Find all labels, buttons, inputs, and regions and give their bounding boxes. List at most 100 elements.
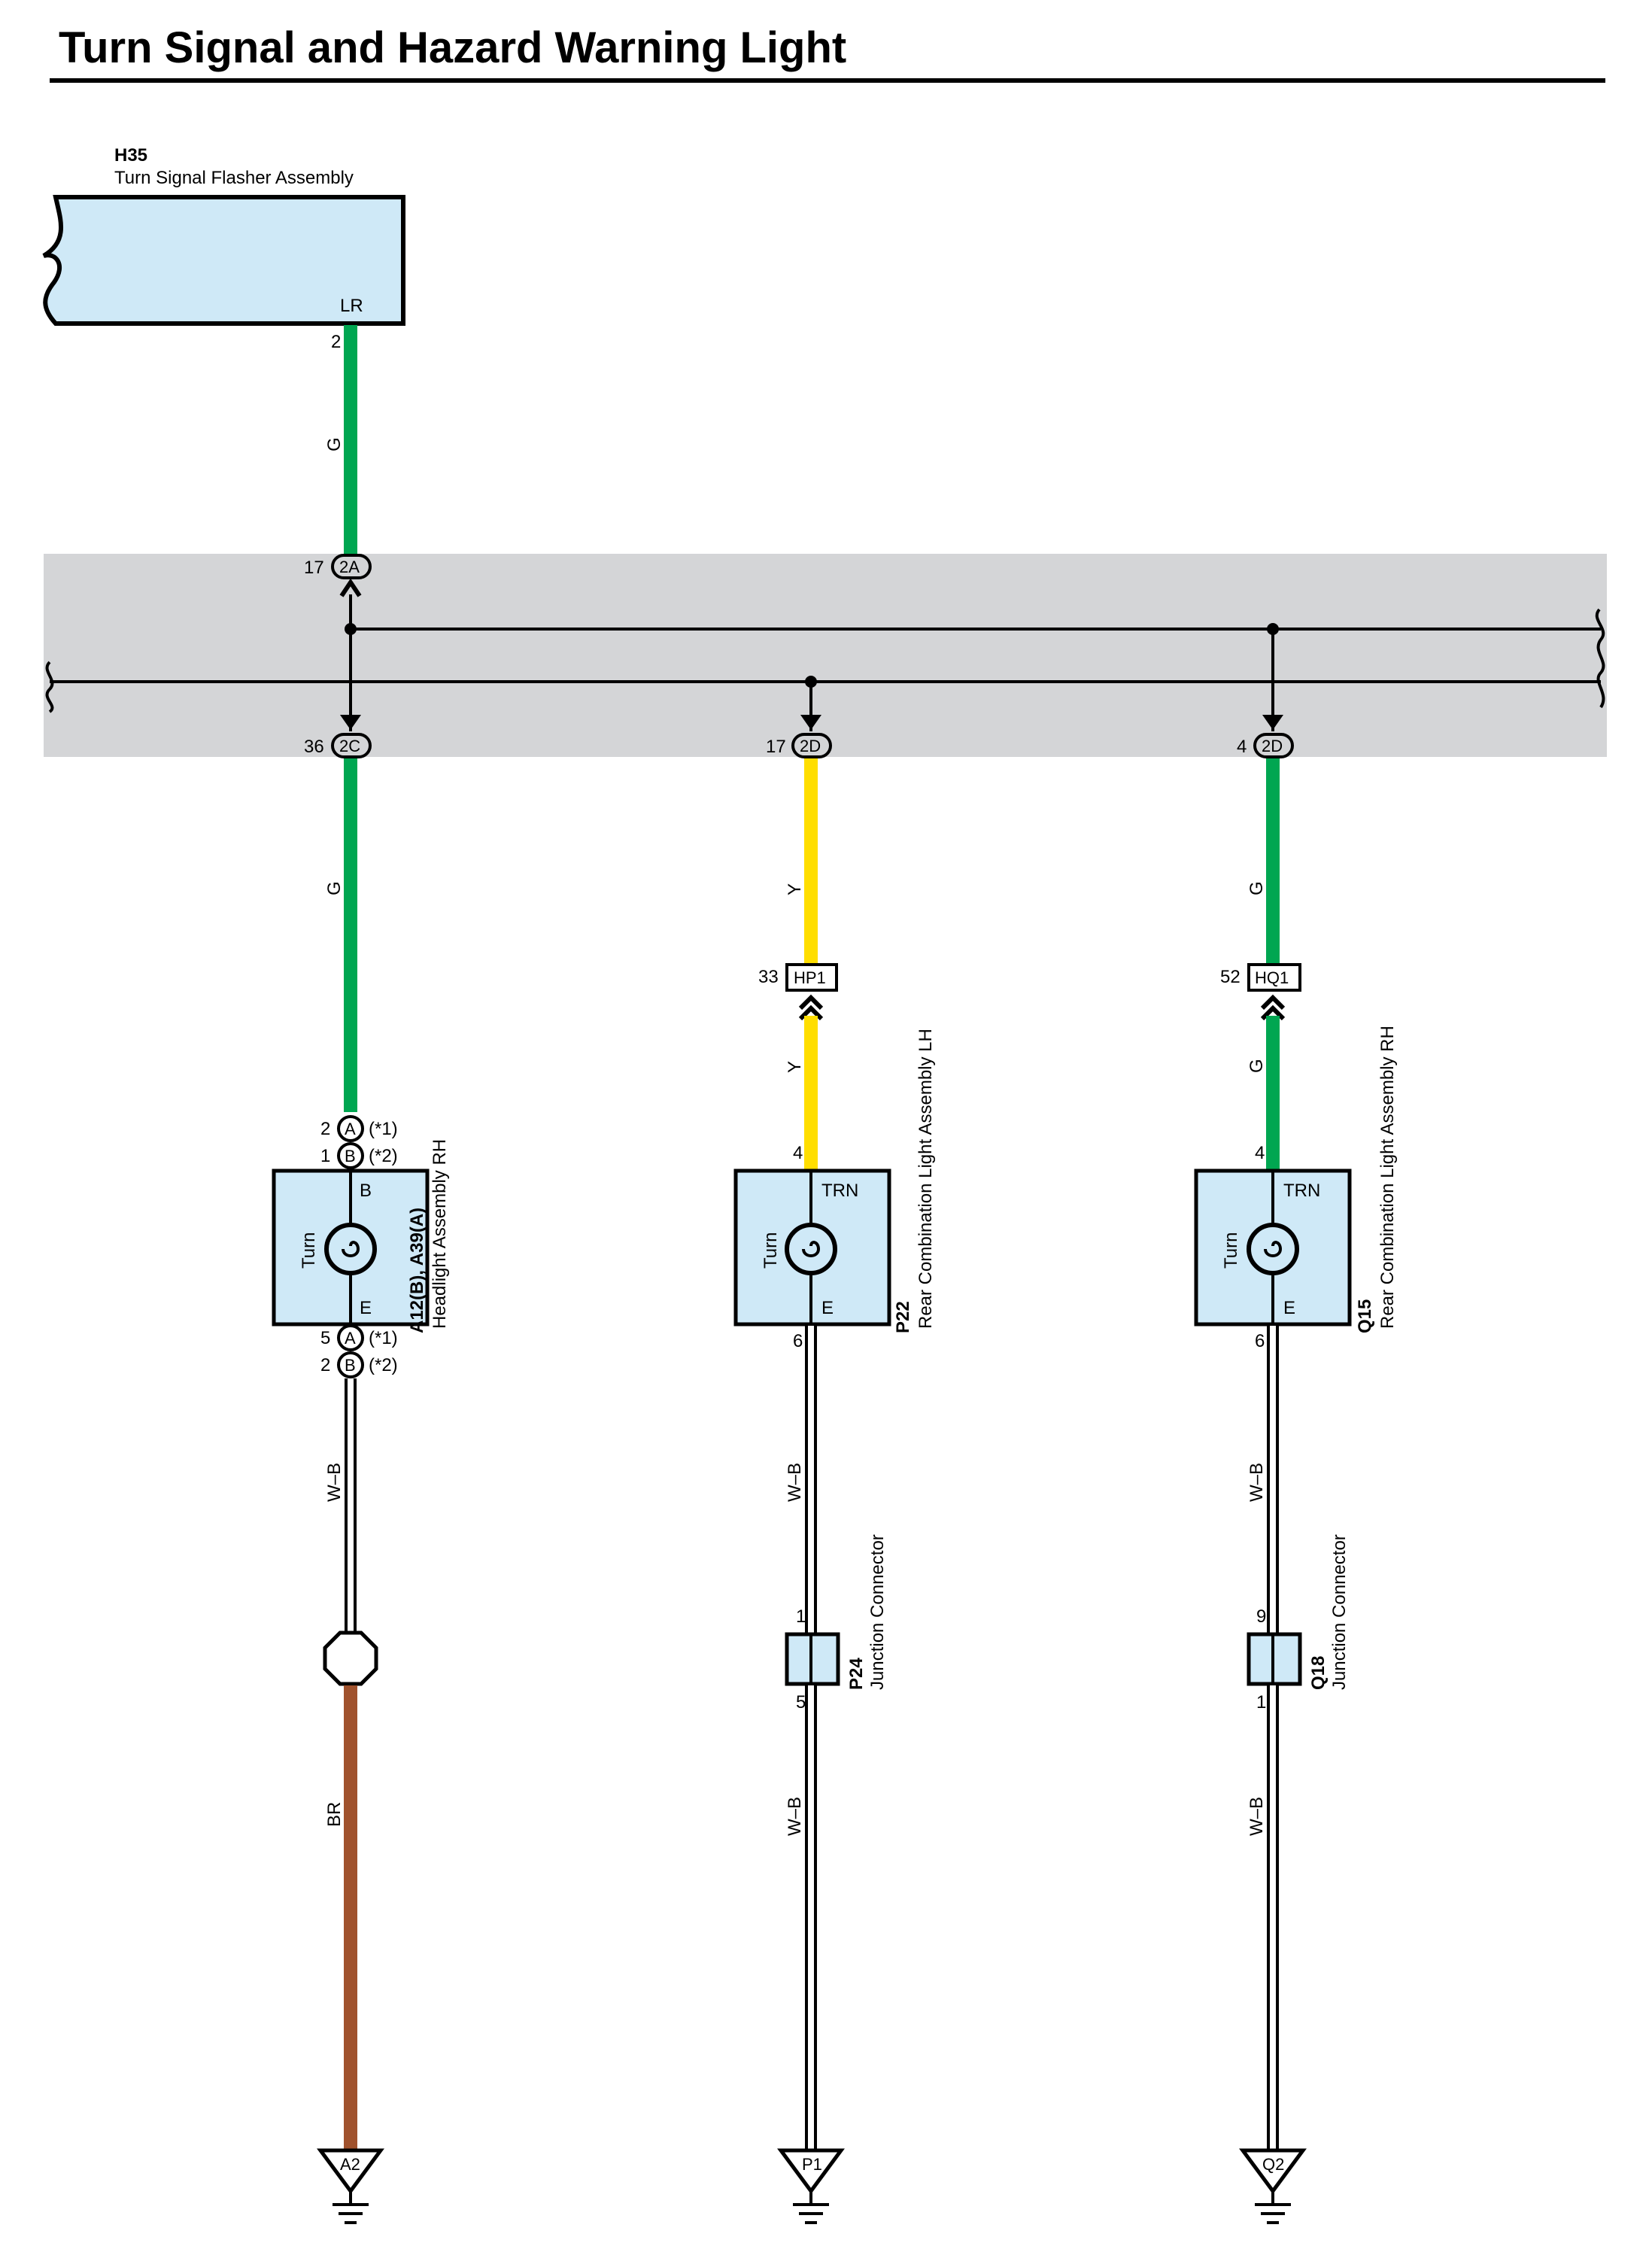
b1-conn-top-b (337, 1142, 364, 1169)
junction-top-connector: 2A (339, 558, 360, 576)
b1-ground-code: A2 (340, 2155, 360, 2174)
b1-conn-bot-b-pin: 2 (320, 1355, 330, 1375)
b1-term-top: B (360, 1181, 372, 1201)
b3-bulb-label: Turn (1221, 1232, 1241, 1269)
junction-out-2-connector: 2D (800, 737, 821, 755)
flasher-pin: 2 (331, 332, 341, 352)
b3-inline-pin: 52 (1220, 967, 1241, 987)
b3-inline-connector (1247, 963, 1301, 992)
b2-inline-pin: 33 (758, 967, 779, 987)
b3-wire-lower-color: W–B (1247, 1797, 1267, 1836)
b1-wire-upper-color: G (324, 881, 345, 895)
page-title: Turn Signal and Hazard Warning Light (59, 23, 847, 72)
b3-jc-pin-out: 1 (1256, 1692, 1266, 1713)
b2-inline-connector (785, 963, 838, 992)
b1-conn-bot-b-note: (*2) (369, 1355, 398, 1375)
junction-out-3-connector: 2D (1262, 737, 1283, 755)
b2-component-name: Rear Combination Light Assembly LH (916, 1029, 936, 1329)
b2-inline-chevron-2 (798, 1004, 824, 1021)
b3-component-code: Q15 (1355, 1299, 1375, 1333)
b3-inline-chevron-1 (1260, 994, 1286, 1010)
junction-node-2 (805, 676, 817, 688)
b2-term-bottom: E (821, 1298, 834, 1318)
b3-pin-top: 4 (1255, 1143, 1265, 1163)
b3-inline-code: HQ1 (1255, 968, 1289, 987)
b2-bulb-filament (802, 1241, 821, 1257)
junction-arrow-out-3 (1262, 715, 1283, 730)
b1-component-name: Headlight Assembly RH (430, 1139, 450, 1329)
b1-term-bottom: E (360, 1298, 372, 1318)
b1-bulb-filament (342, 1241, 360, 1257)
b1-conn-bot-a-letter: A (345, 1329, 356, 1348)
junction-break-right (1595, 608, 1605, 709)
b2-ground-triangle (777, 2148, 845, 2195)
junction-top-arrow (339, 578, 362, 597)
b3-term-bottom: E (1283, 1298, 1295, 1318)
b1-conn-bot-a (337, 1324, 364, 1351)
b3-ground-triangle (1239, 2148, 1307, 2195)
b3-inline-chevron-2 (1260, 1004, 1286, 1021)
b3-jc-pin-in: 9 (1256, 1606, 1266, 1627)
junction-block (44, 554, 1607, 757)
b3-jc-code: Q18 (1308, 1656, 1329, 1690)
flasher-code: H35 (114, 145, 147, 166)
b1-splice-point (323, 1630, 378, 1686)
junction-node-1 (345, 623, 357, 635)
b2-ground-code: P1 (802, 2155, 822, 2174)
junction-top-pin: 17 (304, 558, 324, 578)
b3-ground-code: Q2 (1262, 2155, 1284, 2174)
b1-conn-bot-a-pin: 5 (320, 1328, 330, 1348)
b2-wire-lower-color: W–B (785, 1797, 805, 1836)
b3-pin-bottom: 6 (1255, 1331, 1265, 1351)
b3-component-name: Rear Combination Light Assembly RH (1377, 1026, 1398, 1329)
b3-wire-upper-color: G (1247, 881, 1267, 895)
b2-wire-mid-color: W–B (785, 1463, 805, 1502)
b3-bulb-icon (1247, 1223, 1299, 1275)
b3-wire-mid-color: W–B (1247, 1463, 1267, 1502)
b1-conn-bot-b-letter: B (345, 1356, 356, 1375)
junction-out-1-pin: 36 (304, 737, 324, 757)
b1-conn-top-a-pin: 2 (320, 1119, 330, 1139)
flasher-terminal: LR (340, 296, 363, 316)
b3-jc-name: Junction Connector (1329, 1534, 1350, 1690)
b3-wire-upper2-color: G (1247, 1059, 1267, 1073)
b2-component-code: P22 (893, 1301, 913, 1333)
flasher-name: Turn Signal Flasher Assembly (114, 168, 354, 188)
b2-jc-name: Junction Connector (867, 1534, 888, 1690)
junction-out-1-oval (331, 733, 372, 758)
b2-inline-chevron-1 (798, 994, 824, 1010)
b2-jc-pin-in: 1 (796, 1606, 806, 1627)
b1-conn-top-b-note: (*2) (369, 1146, 398, 1166)
b1-conn-top-a-letter: A (345, 1120, 356, 1138)
junction-out-2-oval (791, 733, 832, 758)
junction-node-3 (1267, 623, 1279, 635)
b1-conn-top-a-note: (*1) (369, 1119, 398, 1139)
junction-arrow-out-2 (800, 715, 821, 730)
b2-pin-top: 4 (793, 1143, 803, 1163)
wire-flasher-color: G (324, 437, 345, 451)
b1-conn-bot-a-note: (*1) (369, 1328, 398, 1348)
junction-out-3-oval (1253, 733, 1294, 758)
junction-out-2-pin: 17 (766, 737, 786, 757)
b1-conn-top-b-pin: 1 (320, 1146, 330, 1166)
b2-wire-upper-color: Y (785, 883, 805, 895)
b1-conn-bot-b (337, 1351, 364, 1378)
b3-bulb-filament (1264, 1241, 1283, 1257)
b1-bulb-label: Turn (299, 1232, 319, 1269)
b2-wire-upper2-color: Y (785, 1061, 805, 1073)
b1-wire-mid-color: W–B (324, 1463, 345, 1502)
b2-jc-pin-out: 5 (796, 1692, 806, 1713)
junction-out-3-pin: 4 (1237, 737, 1247, 757)
title-rule (50, 78, 1605, 83)
b3-term-top: TRN (1283, 1181, 1320, 1201)
junction-arrow-out-1 (340, 715, 361, 730)
b2-inline-code: HP1 (794, 968, 826, 987)
b1-bulb-icon (324, 1223, 377, 1275)
b2-bulb-icon (785, 1223, 837, 1275)
b2-jc-code: P24 (846, 1658, 867, 1690)
junction-break-left (45, 661, 54, 713)
junction-out-1-connector: 2C (339, 737, 360, 755)
b2-term-top: TRN (821, 1181, 858, 1201)
b1-conn-top-a (337, 1115, 364, 1142)
